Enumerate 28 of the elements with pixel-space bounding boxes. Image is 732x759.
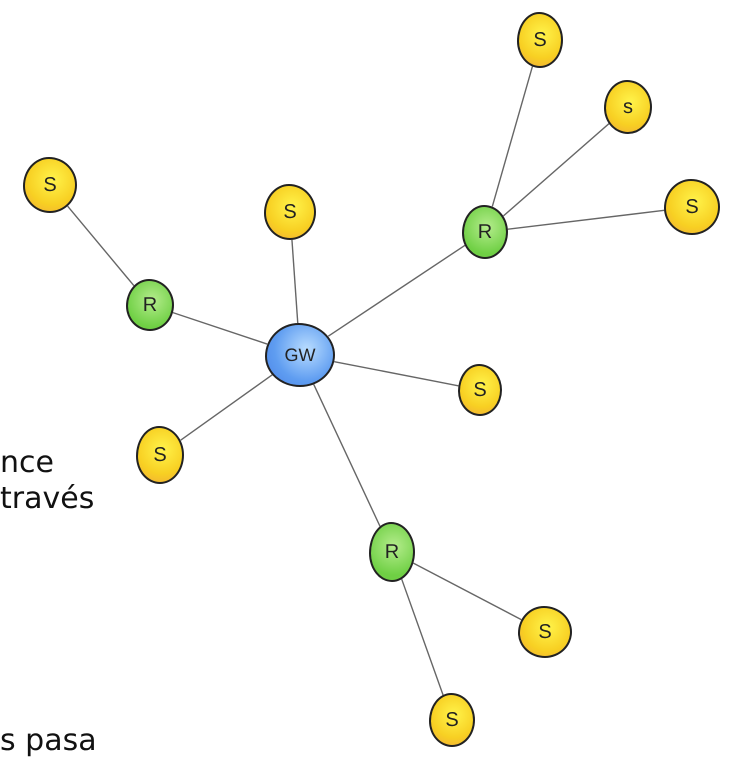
sensor-node: s — [604, 80, 652, 134]
text-fragment: s pasa — [0, 726, 97, 756]
sensor-node: S — [458, 364, 502, 416]
connector-line — [328, 244, 466, 337]
connector-line — [401, 578, 444, 696]
sensor-node: S — [23, 157, 77, 213]
sensor-node: S — [517, 12, 563, 68]
connector-line — [492, 66, 534, 207]
sensor-node: S — [136, 426, 184, 484]
connector-line — [313, 384, 381, 527]
connector-line — [413, 562, 522, 620]
connector-line — [172, 312, 268, 345]
connector-line — [508, 210, 664, 230]
sensor-node: S — [664, 179, 720, 235]
connector-line — [502, 123, 610, 216]
sensor-node: S — [429, 693, 475, 747]
sensor-node: S — [518, 606, 572, 658]
router-node: R — [462, 205, 508, 259]
text-fragment: través — [0, 484, 94, 514]
connector-line — [334, 360, 458, 386]
sensor-node: S — [264, 184, 316, 240]
connector-line — [291, 240, 298, 324]
connector-line — [180, 374, 273, 441]
router-node: R — [126, 279, 174, 331]
connector-line — [67, 206, 134, 286]
text-fragment: nce — [0, 448, 54, 478]
gateway-node: GW — [265, 323, 335, 387]
router-node: R — [369, 522, 415, 582]
